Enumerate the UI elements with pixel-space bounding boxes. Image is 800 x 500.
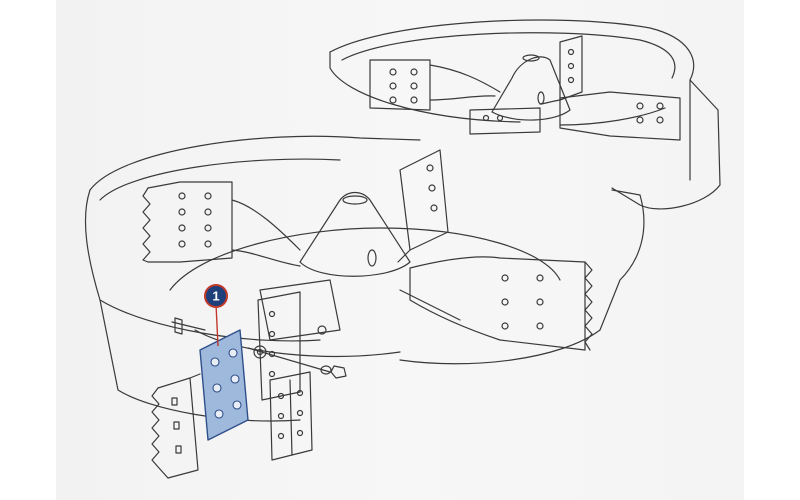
front-arm-mount [259,279,341,341]
page-background [56,0,744,500]
toothed-blade [157,377,199,479]
front-arm-top [399,149,449,251]
front-mixing-pan [84,135,645,422]
callout-leader-line [215,303,219,347]
page-margin-left [0,0,56,500]
rear-arm-top [559,35,583,101]
rear-mixing-pan [329,19,721,210]
front-arm-right [409,256,586,351]
exploded-hardware [151,291,347,479]
rear-arm-front [469,107,541,135]
page-margin-right [744,0,800,500]
bracket-plate-lower [269,371,313,461]
hex-nut [330,365,347,379]
spacer-ring [320,365,332,375]
rear-arm-left [369,59,431,111]
bolt [174,317,183,335]
rear-arm-right [559,91,681,141]
callout-badge [204,284,228,308]
front-arm-left [147,181,233,263]
front-center-cone [299,191,411,277]
bracket-plate-upper [257,291,301,401]
rear-center-cone [491,56,571,121]
highlighted-wear-plate [199,329,249,441]
callout-number: 1 [212,289,219,304]
